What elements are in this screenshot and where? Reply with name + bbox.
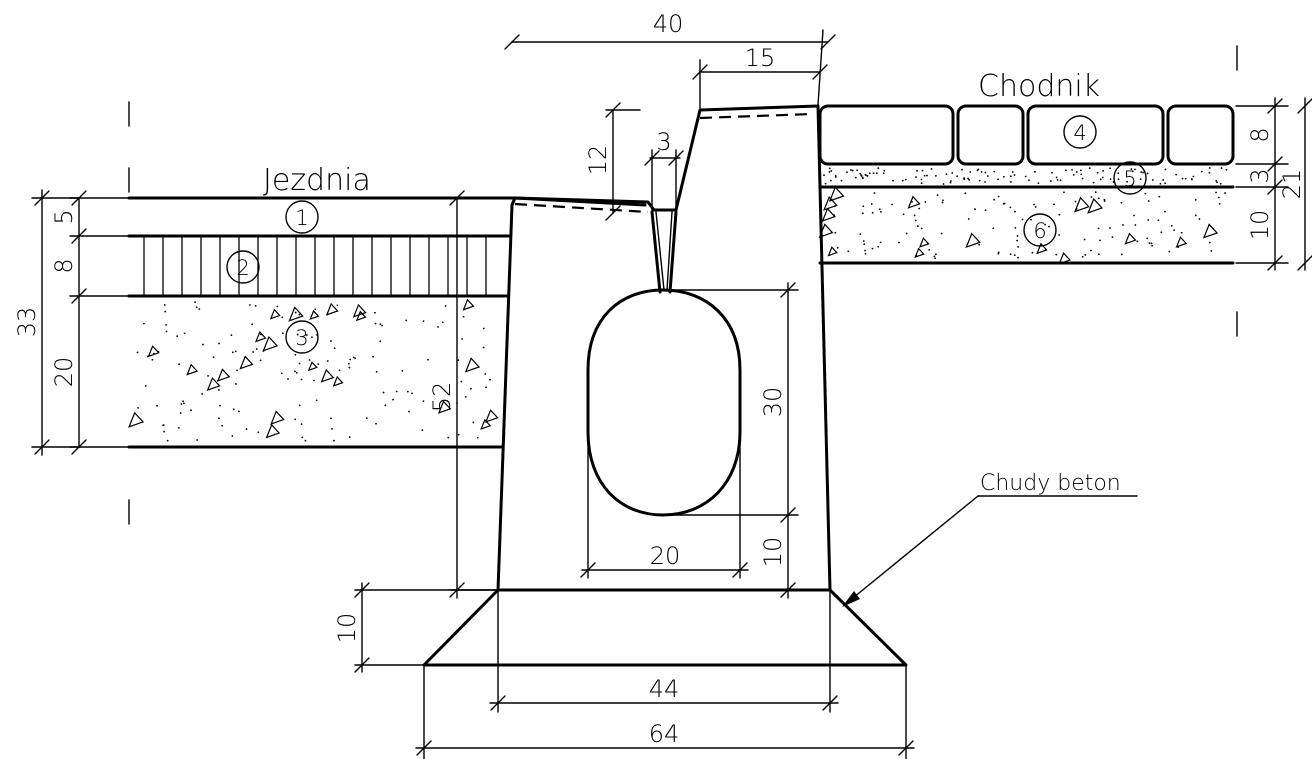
dim-top-right: 15 [745,44,776,72]
sidewalk-label: Chodnik [978,69,1100,104]
layer-marker-1: 1 [295,206,308,230]
dim-walk-layer5: 3 [1246,168,1274,183]
dim-road-layer3: 20 [50,357,78,388]
dim-walk-total: 21 [1278,169,1306,200]
dim-road-layer1: 5 [50,209,78,224]
layer-marker-6: 6 [1033,219,1046,243]
layer-marker-4: 4 [1073,121,1086,145]
sidewalk-structure [818,45,1238,337]
layer-marker-3: 3 [295,326,308,350]
road-label: Jezdnia [263,163,371,198]
dimension-lines [31,29,1312,759]
dim-pipe-bottom: 10 [759,537,787,568]
paver-1 [818,104,955,166]
sand-bedding-fill [823,167,1228,185]
dim-base-bottom: 64 [649,720,680,748]
layer-marker-2: 2 [236,256,249,280]
asphalt-hatching [143,236,487,296]
dim-pipe-height: 30 [759,387,787,418]
lean-concrete-footing [422,588,908,667]
dim-inlet-height: 12 [584,145,612,176]
aggregate-fill-sidewalk [818,186,1227,265]
dim-road-layer2: 8 [50,258,78,273]
dim-road-total: 33 [13,307,41,338]
layer-marker-5: 5 [1123,167,1136,191]
text-labels: Jezdnia Chodnik Chudy beton 40 15 3 12 5… [13,10,1306,748]
paver-2 [956,104,1025,166]
paver-4 [1166,104,1235,166]
dim-road-depth: 52 [428,382,456,413]
dim-bench-height: 10 [333,613,361,644]
dim-top-width: 40 [653,10,684,38]
road-structure [127,101,517,525]
lean-concrete-label: Chudy beton [980,471,1121,496]
paver-3 [1026,104,1165,166]
dim-base-top: 44 [649,675,680,703]
dim-walk-layer6: 10 [1246,210,1274,241]
dim-pipe-width: 20 [650,542,681,570]
aggregate-fill-road [128,298,499,442]
dim-slot-width: 3 [656,128,671,156]
layer-markers: 1 2 3 4 5 6 [226,115,1147,354]
pipe-opening [586,288,742,517]
dim-walk-layer4: 8 [1246,127,1274,142]
